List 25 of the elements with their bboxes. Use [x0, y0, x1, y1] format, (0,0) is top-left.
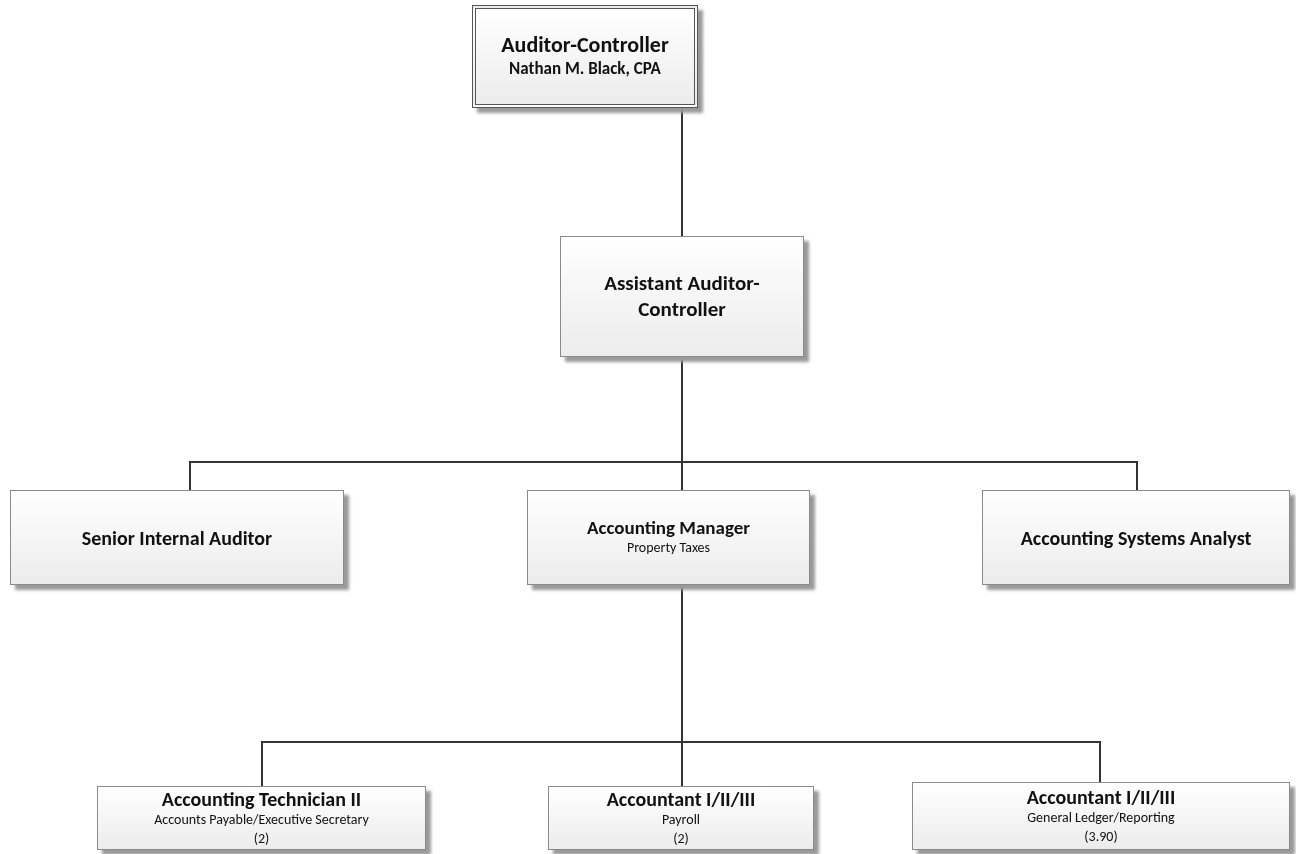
position-detail: (3.90)	[1084, 828, 1118, 847]
position-box	[912, 782, 1290, 850]
position-detail: (2)	[253, 830, 270, 849]
position-title: Accounting Technician II	[161, 787, 362, 812]
connector-line	[681, 107, 683, 237]
position-box	[548, 786, 814, 850]
position-detail: General Ledger/Reporting	[1027, 809, 1175, 828]
position-detail: Nathan M. Black, CPA	[509, 58, 661, 82]
position-detail: Accounts Payable/Executive Secretary	[154, 811, 369, 830]
position-box	[472, 5, 698, 108]
position-title: Auditor-Controller	[501, 31, 669, 59]
position-box	[10, 490, 344, 585]
position-box	[982, 490, 1290, 585]
position-title: Accountant I/II/III	[1026, 785, 1176, 810]
position-title: Accountant I/II/III	[606, 787, 756, 812]
position-detail: (2)	[673, 830, 689, 849]
position-detail: Payroll	[661, 811, 701, 830]
position-title: Senior Internal Auditor	[81, 525, 273, 550]
position-box	[527, 490, 810, 585]
position-detail: Property Taxes	[626, 539, 711, 559]
position-title: Assistant Auditor-Controller	[603, 271, 761, 322]
position-box	[560, 236, 804, 357]
position-box	[97, 786, 426, 850]
position-title: Accounting Manager	[586, 516, 751, 540]
position-title: Accounting Systems Analyst	[1020, 525, 1252, 550]
